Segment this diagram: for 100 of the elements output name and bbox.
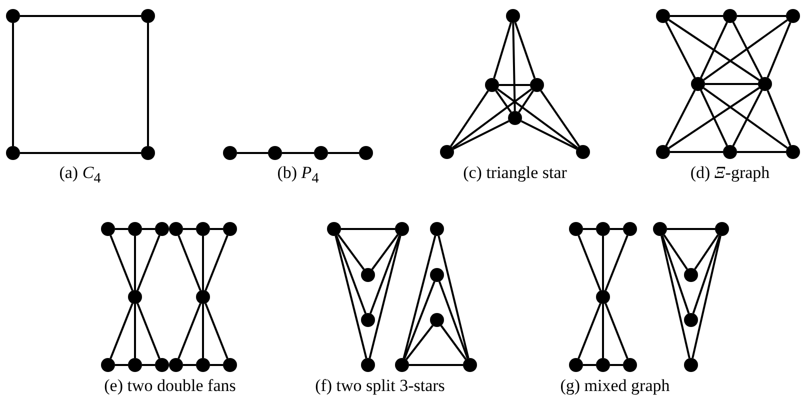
graph-edge (703, 87, 788, 149)
vertex-dot (101, 222, 115, 236)
graph-edge (178, 303, 202, 359)
vertex-dot (684, 313, 698, 327)
graph-edge (328, 152, 359, 154)
graph-edge (700, 22, 728, 78)
graph-edge (183, 228, 196, 230)
vertex-dot (196, 358, 210, 372)
vertex-dot (758, 77, 772, 91)
graph-edge (370, 235, 400, 314)
graph-edge (336, 235, 366, 314)
graph-edge (204, 303, 228, 359)
vertex-dot (395, 358, 409, 372)
graph-edge (142, 364, 155, 366)
figure-caption: (c) triangle star (463, 163, 567, 183)
graph-edge (452, 120, 510, 150)
graph-edge (337, 234, 365, 270)
graph-edge (237, 152, 268, 154)
graph-edge (110, 235, 134, 291)
graph-edge (667, 228, 715, 230)
figure-caption: (a) C$_{4}$ (59, 163, 101, 188)
graph-edge (692, 236, 722, 358)
graph-edge (20, 15, 141, 17)
graph-edge (452, 88, 532, 149)
graph-edge (737, 15, 786, 17)
graph-edge (766, 90, 792, 146)
vertex-dot (506, 9, 520, 23)
vertex-dot (723, 9, 737, 23)
vertex-dot (623, 358, 637, 372)
vertex-dot (155, 222, 169, 236)
graph-edge (578, 235, 602, 291)
graph-edge (115, 364, 128, 366)
graph-edge (668, 19, 760, 81)
graph-edge (737, 151, 786, 153)
vertex-dot (653, 222, 667, 236)
vertex-dot (268, 146, 282, 160)
graph-edge (692, 235, 721, 314)
graph-edge (438, 281, 469, 359)
vertex-dot (314, 146, 328, 160)
graph-edge (766, 22, 792, 78)
graph-edge (404, 281, 436, 359)
vertex-dot (361, 358, 375, 372)
vertex-dot (569, 358, 583, 372)
vertex-dot (327, 222, 341, 236)
vertex-dot (485, 78, 499, 92)
graph-edge (512, 22, 516, 112)
figure-caption: (b) P$_{4}$ (277, 163, 319, 188)
graph-edge (663, 234, 688, 270)
graph-edge (402, 236, 436, 358)
graph-edge (602, 304, 604, 358)
vertex-dot (576, 145, 590, 159)
graph-edge (610, 228, 623, 230)
graph-edge (732, 90, 763, 146)
vertex-dot (141, 9, 155, 23)
vertex-dot (596, 222, 610, 236)
figure-caption: (d) Ξ-graph (690, 163, 770, 183)
vertex-dot (508, 111, 522, 125)
graph-edge (583, 228, 596, 230)
vertex-dot (430, 268, 444, 282)
graph-edge (583, 364, 596, 366)
graph-edge (134, 304, 136, 358)
graph-edge (142, 228, 155, 230)
graph-edge (660, 236, 690, 358)
vertex-dot (656, 9, 670, 23)
graph-edge (440, 325, 467, 360)
vertex-dot (196, 290, 210, 304)
graph-edge (202, 304, 204, 358)
vertex-dot (223, 358, 237, 372)
graph-edge (602, 236, 604, 290)
graph-edge (136, 235, 160, 291)
vertex-dot (395, 222, 409, 236)
vertex-dot (786, 145, 800, 159)
graph-edge (136, 303, 160, 359)
graph-edge (705, 83, 758, 85)
vertex-dot (361, 313, 375, 327)
graph-edge (668, 87, 760, 149)
graph-edge (178, 235, 202, 291)
vertex-dot (223, 222, 237, 236)
graph-edge (210, 364, 223, 366)
graph-edge (115, 228, 128, 230)
vertex-dot (223, 146, 237, 160)
vertex-dot (359, 146, 373, 160)
figure-caption: (e) two double fans (104, 376, 236, 396)
vertex-dot (723, 145, 737, 159)
graph-edge (578, 303, 602, 359)
graph-edge (495, 90, 512, 113)
graph-edge (282, 152, 314, 154)
graph-edge (450, 90, 489, 147)
graph-edge (183, 364, 196, 366)
vertex-dot (128, 290, 142, 304)
vertex-dot (155, 358, 169, 372)
vertex-dot (596, 358, 610, 372)
graph-edge (703, 19, 788, 81)
vertex-dot (128, 222, 142, 236)
graph-edge (694, 234, 719, 270)
figure-caption: (g) mixed graph (560, 376, 670, 396)
graph-edge (20, 152, 141, 154)
graph-edge (520, 120, 578, 150)
graph-edge (204, 235, 228, 291)
vertex-dot (623, 222, 637, 236)
